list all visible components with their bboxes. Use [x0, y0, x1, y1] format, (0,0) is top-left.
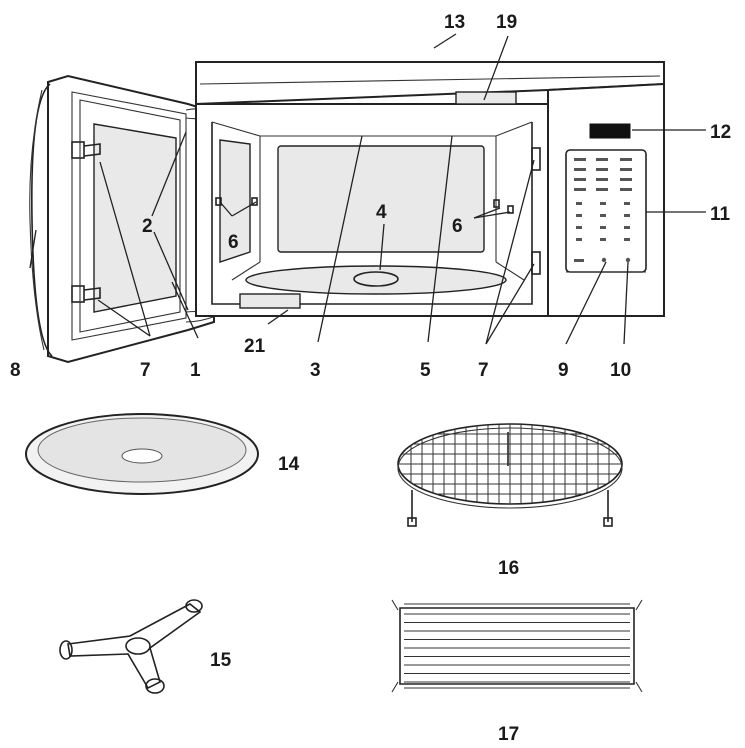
callout-21: 21 — [244, 336, 266, 357]
callout-8: 8 — [10, 360, 21, 381]
callout-19: 19 — [496, 12, 517, 33]
callout-2: 2 — [142, 216, 153, 237]
low-rack — [391, 599, 643, 693]
callout-17: 17 — [498, 724, 519, 745]
cabinet — [195, 61, 665, 317]
turntable-in-cavity — [245, 265, 507, 295]
turntable-hub — [353, 271, 399, 287]
door-latch-hook-bottom — [71, 285, 101, 303]
cavity-light-cover — [239, 293, 301, 309]
callout-4: 4 — [376, 202, 387, 223]
callout-9: 9 — [558, 360, 569, 381]
control-panel — [547, 82, 665, 317]
rack-support-right-a — [493, 199, 500, 208]
glass-turntable — [25, 413, 259, 495]
callout-16: 16 — [498, 558, 519, 579]
door-latch-slot-bottom — [531, 251, 541, 275]
waveguide-cover — [219, 139, 251, 263]
door-latch-hook-top — [71, 141, 101, 159]
rack-support-right-b — [507, 205, 514, 214]
display-window — [589, 123, 631, 139]
callout-13: 13 — [444, 12, 465, 33]
rack-wires — [398, 424, 630, 683]
callout-6-left: 6 — [228, 232, 239, 253]
callout-11: 11 — [710, 204, 731, 225]
callout-15: 15 — [210, 650, 232, 671]
callout-5: 5 — [420, 360, 431, 381]
turntable-support-roller — [59, 599, 203, 694]
door-inner-frame — [71, 91, 187, 341]
callout-14: 14 — [278, 454, 300, 475]
leader-lines — [29, 33, 706, 345]
door-handle — [31, 83, 53, 357]
callout-10: 10 — [610, 360, 631, 381]
cooktop-light-window — [455, 91, 517, 105]
callout-6-right: 6 — [452, 216, 463, 237]
rack-support-left-b — [251, 197, 258, 206]
rack-support-left-a — [215, 197, 222, 206]
keypad-keys — [574, 158, 632, 263]
callout-7-left: 7 — [140, 360, 151, 381]
callout-3: 3 — [310, 360, 321, 381]
cavity-back-wall — [211, 121, 533, 137]
door — [29, 74, 218, 364]
callout-1: 1 — [190, 360, 201, 381]
callout-12: 12 — [710, 122, 731, 143]
door-latch-slot-top — [531, 147, 541, 171]
callout-7-right: 7 — [478, 360, 489, 381]
door-window — [93, 123, 177, 313]
